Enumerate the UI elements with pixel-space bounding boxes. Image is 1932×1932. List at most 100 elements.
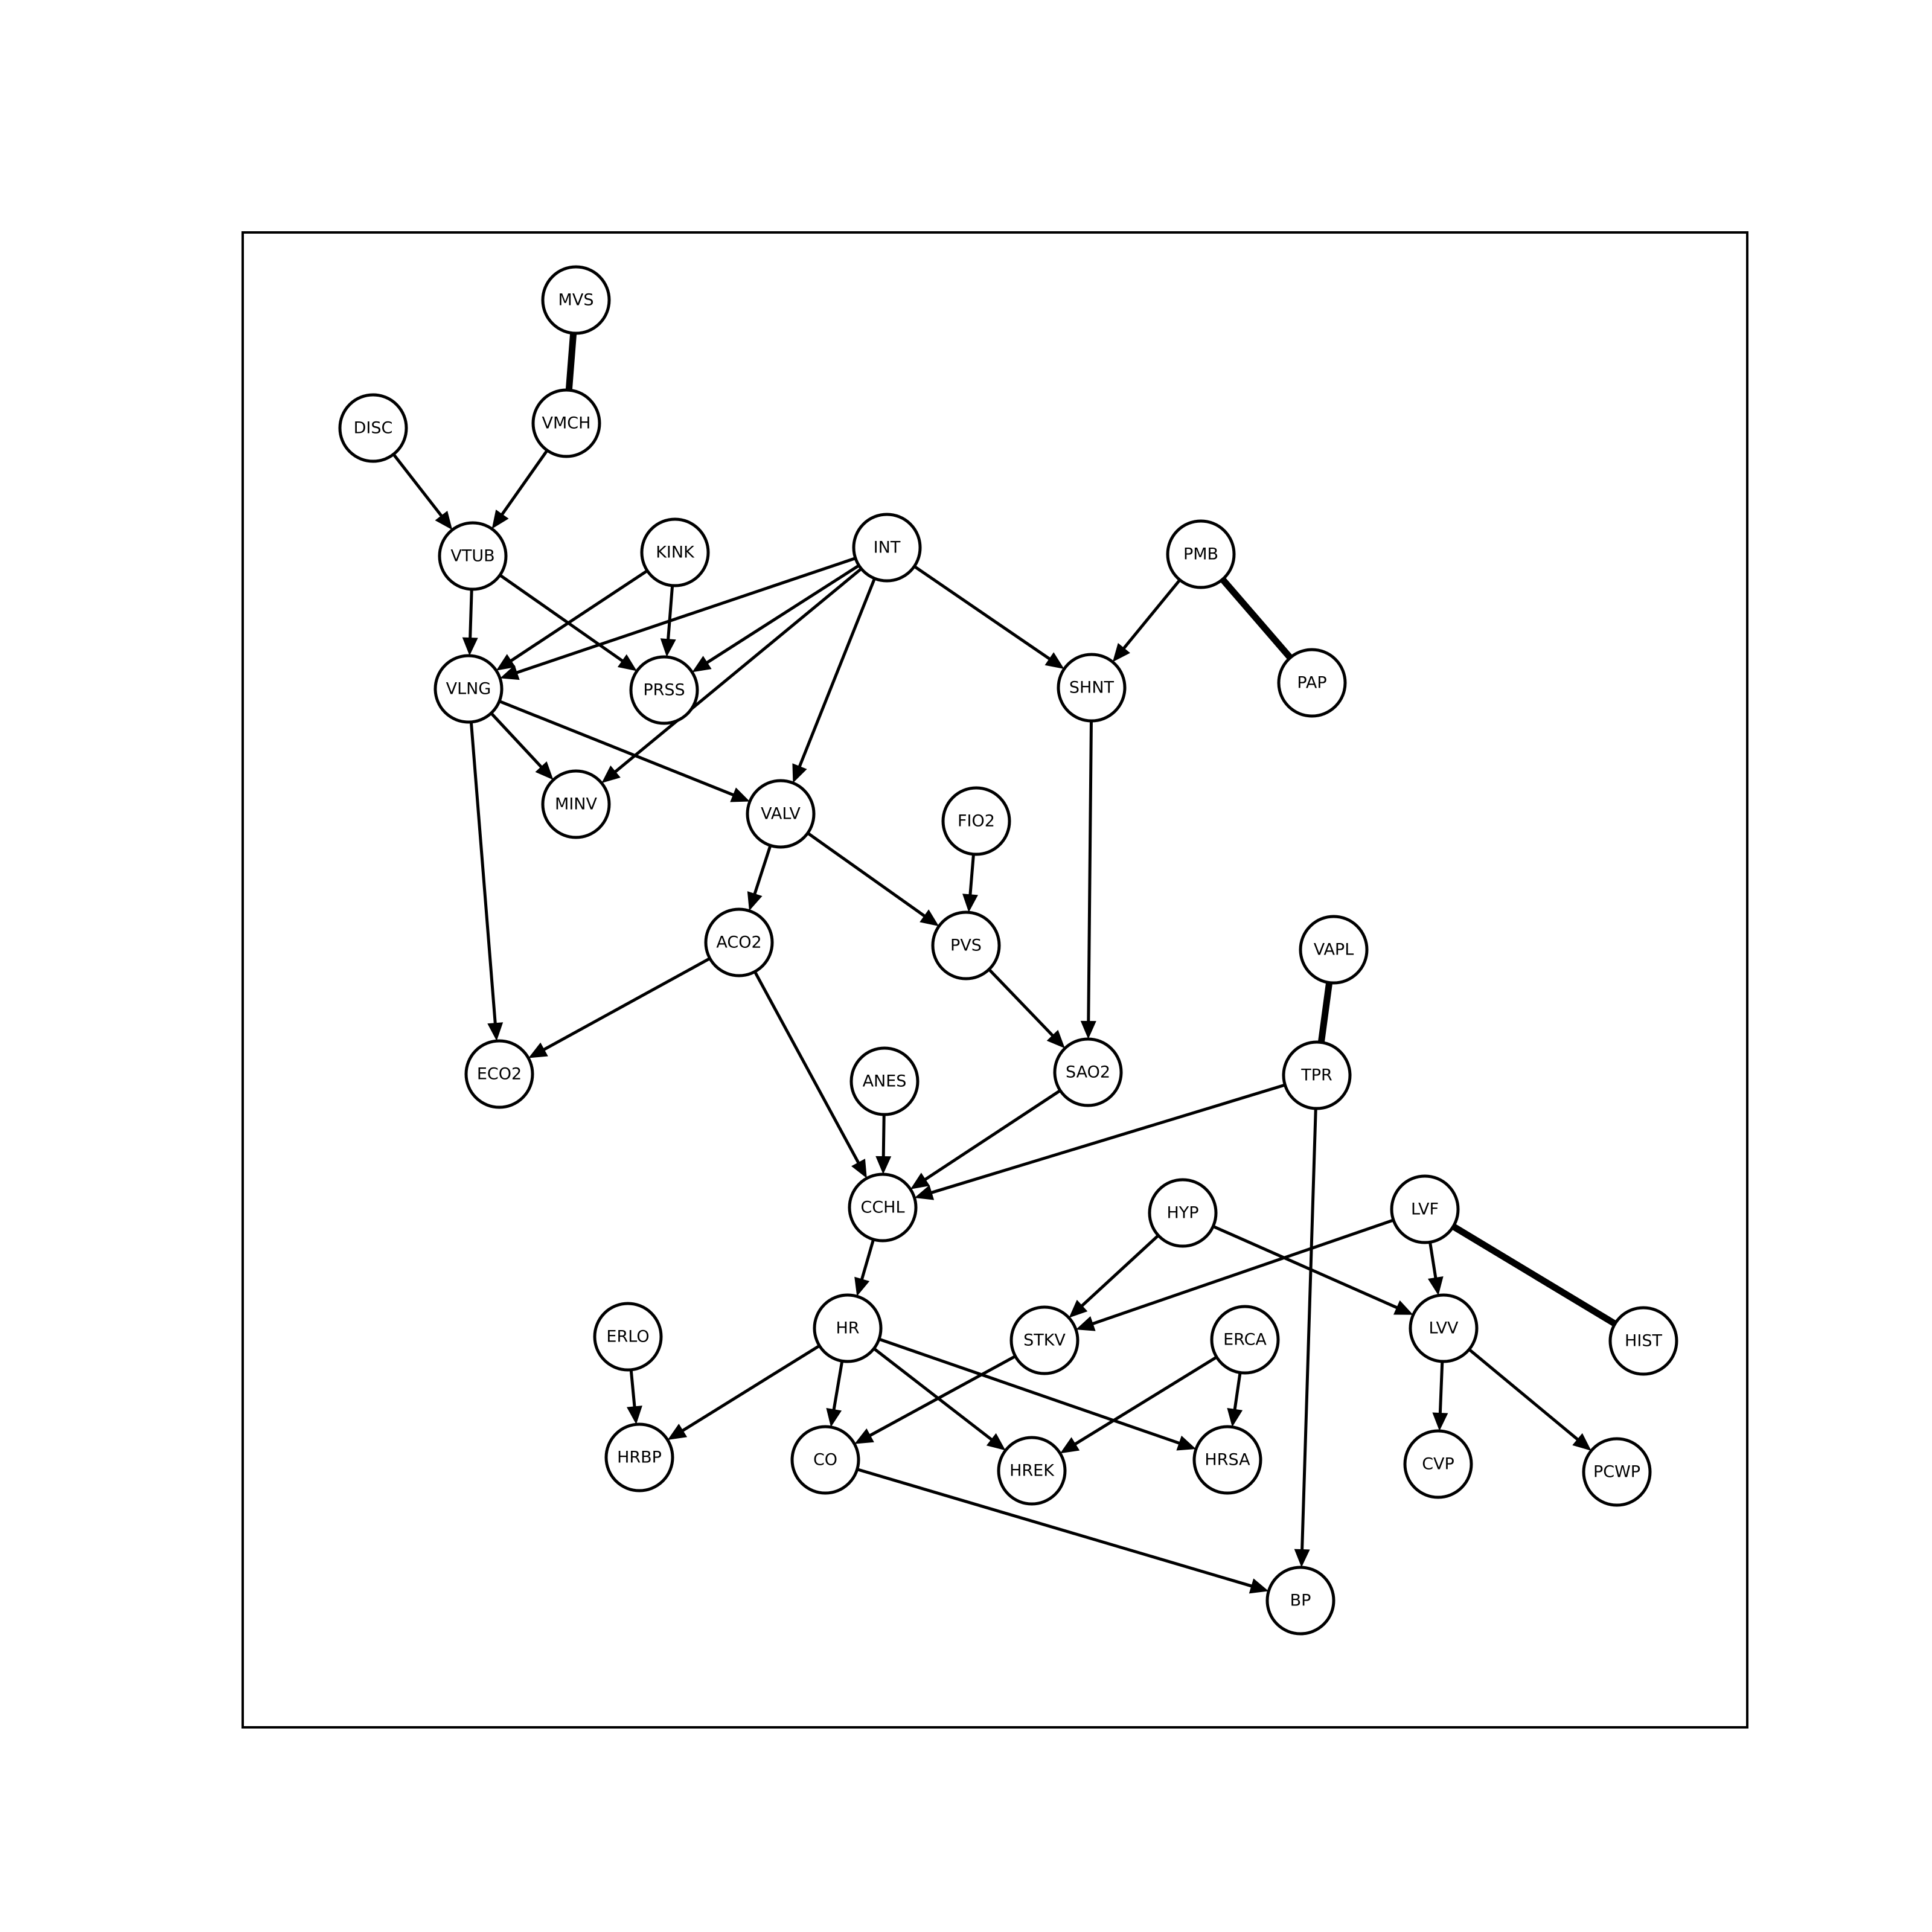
node-label: LVV	[1428, 1319, 1459, 1338]
node-circle	[531, 388, 601, 458]
edge-line	[490, 712, 543, 769]
edge-line	[392, 453, 443, 518]
edge-lvv-cvp	[1432, 1361, 1448, 1431]
node-label: INT	[874, 539, 901, 557]
edge-line	[1212, 1224, 1399, 1310]
arrowhead	[1393, 1300, 1413, 1315]
edge-line	[1451, 1223, 1617, 1327]
edge-erca-hrek	[1060, 1355, 1218, 1454]
arrowhead	[535, 761, 554, 780]
edge-valv-aco2	[747, 845, 772, 911]
node-label: SHNT	[1069, 679, 1115, 697]
node-label: VMCH	[542, 414, 591, 433]
edge-line	[881, 1114, 886, 1158]
node-label: CVP	[1422, 1455, 1454, 1474]
node-sao2: SAO2	[1053, 1037, 1123, 1107]
node-circle	[541, 769, 611, 839]
node-circle	[931, 910, 1001, 980]
node-circle	[1403, 1429, 1473, 1499]
edge-line	[857, 1468, 1253, 1588]
node-lvv: LVV	[1409, 1293, 1479, 1363]
edge-line	[1233, 1372, 1242, 1411]
edge-co-bp	[857, 1468, 1269, 1594]
node-label: BP	[1290, 1591, 1311, 1610]
edge-int-shnt	[913, 565, 1064, 669]
arrowhead	[627, 1406, 642, 1425]
node-shnt: SHNT	[1057, 653, 1127, 723]
edge-line	[469, 721, 497, 1025]
node-hyp: HYP	[1148, 1178, 1218, 1248]
node-label: PMB	[1183, 545, 1218, 564]
node-circle	[704, 907, 774, 977]
edge-line	[930, 1083, 1286, 1195]
edge-line	[667, 585, 674, 641]
node-aco2: ACO2	[704, 907, 774, 977]
edge-line	[860, 1239, 875, 1281]
edge-hr-co	[826, 1360, 844, 1427]
node-label: PCWP	[1593, 1463, 1640, 1482]
arrowhead	[854, 1428, 874, 1444]
edge-line	[681, 1344, 820, 1433]
arrowhead	[1427, 1276, 1444, 1296]
edge-line	[613, 568, 863, 774]
node-label: CO	[813, 1451, 837, 1470]
node-label: MINV	[555, 795, 597, 814]
edge-vtub-prss	[499, 574, 637, 671]
node-mvs: MVS	[541, 265, 611, 335]
node-circle	[433, 654, 504, 724]
node-int: INT	[852, 513, 922, 583]
node-kink: KINK	[640, 517, 710, 587]
node-fio2: FIO2	[941, 786, 1011, 856]
node-circle	[849, 1046, 920, 1116]
edge-pmb-shnt	[1112, 578, 1182, 662]
edge-line	[500, 449, 549, 516]
node-label: LVF	[1411, 1200, 1439, 1219]
node-circle	[1390, 1174, 1460, 1244]
node-vapl: VAPL	[1299, 915, 1369, 985]
arrowhead	[962, 894, 978, 913]
node-circle	[1608, 1306, 1678, 1376]
node-label: HRSA	[1204, 1451, 1250, 1470]
edge-int-prss	[692, 564, 860, 673]
edge-line	[499, 700, 735, 797]
arrowhead	[500, 665, 520, 680]
edge-line	[1091, 1218, 1394, 1326]
node-circle	[640, 517, 710, 587]
edge-hr-hrek	[872, 1347, 1006, 1451]
node-circle	[1009, 1305, 1080, 1375]
edge-hyp-stkv	[1069, 1234, 1160, 1318]
arrowhead	[1294, 1549, 1310, 1568]
arrowhead	[435, 510, 453, 530]
edge-line	[469, 589, 473, 639]
edge-lvf-stkv	[1076, 1218, 1394, 1331]
node-circle	[813, 1293, 883, 1363]
arrowhead	[1249, 1578, 1269, 1594]
edge-line	[988, 968, 1055, 1037]
edge-valv-pvs	[807, 831, 939, 927]
arrowhead	[910, 1172, 930, 1189]
edge-cchl-hr	[854, 1239, 875, 1297]
edge-line	[968, 854, 975, 896]
edge-erlo-hrbp	[627, 1369, 642, 1425]
node-circle	[604, 1422, 674, 1492]
node-circle	[997, 1436, 1067, 1506]
arrowhead	[1432, 1412, 1448, 1431]
node-circle	[1210, 1305, 1280, 1375]
node-circle	[1192, 1425, 1262, 1495]
node-circle	[1148, 1178, 1218, 1248]
arrowhead	[747, 891, 763, 911]
edge-line	[913, 565, 1051, 661]
node-eco2: ECO2	[464, 1039, 534, 1109]
node-label: TPR	[1300, 1066, 1332, 1085]
node-label: VALV	[761, 805, 801, 824]
arrowhead	[730, 787, 750, 802]
edge-aco2-eco2	[528, 957, 711, 1058]
node-circle	[1265, 1566, 1335, 1636]
node-circle	[1166, 519, 1236, 589]
node-pvs: PVS	[931, 910, 1001, 980]
node-bp: BP	[1265, 1566, 1335, 1636]
arrowhead	[491, 510, 509, 529]
edge-sao2-cchl	[910, 1089, 1061, 1189]
node-erlo: ERLO	[593, 1302, 663, 1372]
node-circle	[438, 521, 508, 591]
